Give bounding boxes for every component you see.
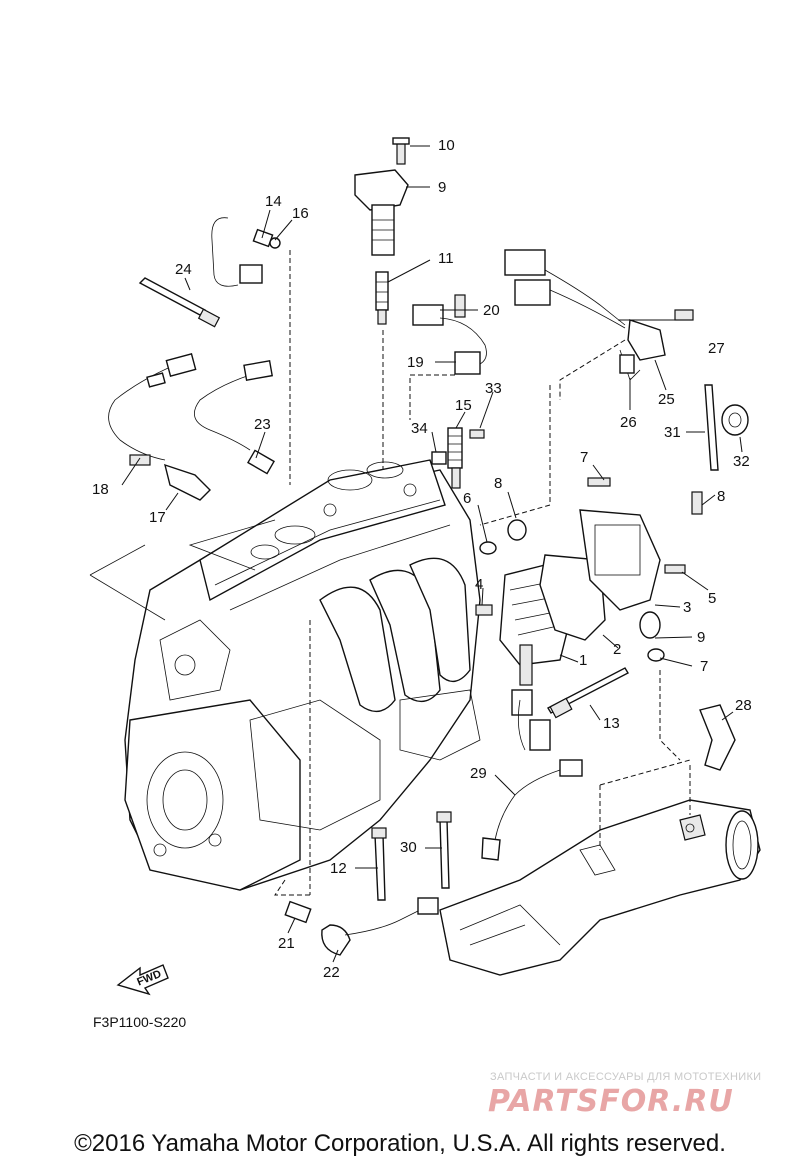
- callout-1: 1: [579, 652, 587, 669]
- figure-code: F3P1100-S220: [93, 1014, 186, 1030]
- callout-30: 30: [400, 839, 417, 856]
- clip-28: [699, 704, 736, 771]
- callout-2: 2: [613, 641, 621, 658]
- callout-9: 9: [438, 179, 446, 196]
- callout-5: 5: [708, 590, 716, 607]
- watermark-logo: PARTSFOR.RU: [488, 1084, 734, 1119]
- sensors-21-22: [284, 897, 439, 956]
- callout-19: 19: [407, 354, 424, 371]
- callout-18: 18: [92, 481, 109, 498]
- callout-20: 20: [483, 302, 500, 319]
- engine-block: [124, 459, 481, 891]
- callout-12: 12: [330, 860, 347, 877]
- callout-15: 15: [455, 397, 472, 414]
- sensor-23-assembly: [193, 360, 275, 475]
- callout-6a: 6: [463, 490, 471, 507]
- callout-21: 21: [278, 935, 295, 952]
- callout-28: 28: [735, 697, 752, 714]
- sensor-14-assembly: [211, 217, 281, 287]
- parts-31-32: [704, 384, 749, 471]
- callout-32: 32: [733, 453, 750, 470]
- callout-31: 31: [664, 424, 681, 441]
- callout-8a: 8: [494, 475, 502, 492]
- callout-16: 16: [292, 205, 309, 222]
- callout-22: 22: [323, 964, 340, 981]
- callout-7a: 7: [580, 449, 588, 466]
- callout-17: 17: [149, 509, 166, 526]
- sensor-13: [547, 667, 629, 719]
- callout-4: 4: [475, 576, 483, 593]
- callout-3: 3: [683, 599, 691, 616]
- callout-27: 27: [708, 340, 725, 357]
- callout-11: 11: [438, 250, 454, 267]
- callout-10: 10: [438, 137, 455, 154]
- harness-25-27: [504, 249, 694, 381]
- callout-labels: 10 9 11 14 16 24 20 19 33 15 34 23 18 17…: [92, 137, 752, 981]
- sensor-29: [481, 759, 583, 861]
- callout-14: 14: [265, 193, 282, 210]
- sensor-24: [138, 277, 221, 328]
- sensor-17-assembly: [108, 353, 211, 501]
- leader-lines: [121, 145, 743, 963]
- fwd-arrow: FWD: [116, 964, 169, 996]
- callout-29: 29: [470, 765, 487, 782]
- small-parts-15-33-34: [431, 427, 485, 489]
- callout-13: 13: [603, 715, 620, 732]
- exhaust-manifold: [439, 799, 761, 976]
- callout-26: 26: [620, 414, 637, 431]
- copyright-text: ©2016 Yamaha Motor Corporation, U.S.A. A…: [74, 1130, 726, 1157]
- watermark-tagline: ЗАПЧАСТИ И АКСЕССУАРЫ ДЛЯ МОТОТЕХНИКИ: [490, 1071, 762, 1083]
- reference-lines: [89, 250, 691, 896]
- ignition-coil-assembly: [354, 137, 410, 325]
- callout-8b: 9: [697, 629, 705, 646]
- callout-34: 34: [411, 420, 428, 437]
- callout-25: 25: [658, 391, 675, 408]
- ecu-assembly: [475, 477, 703, 751]
- callout-6b: 7: [700, 658, 708, 675]
- callout-33: 33: [485, 380, 502, 397]
- callout-24: 24: [175, 261, 192, 278]
- callout-23: 23: [254, 416, 271, 433]
- callout-7b: 8: [717, 488, 725, 505]
- cable-ties-12-30: [371, 811, 452, 901]
- sensor-19-assembly: [412, 294, 487, 375]
